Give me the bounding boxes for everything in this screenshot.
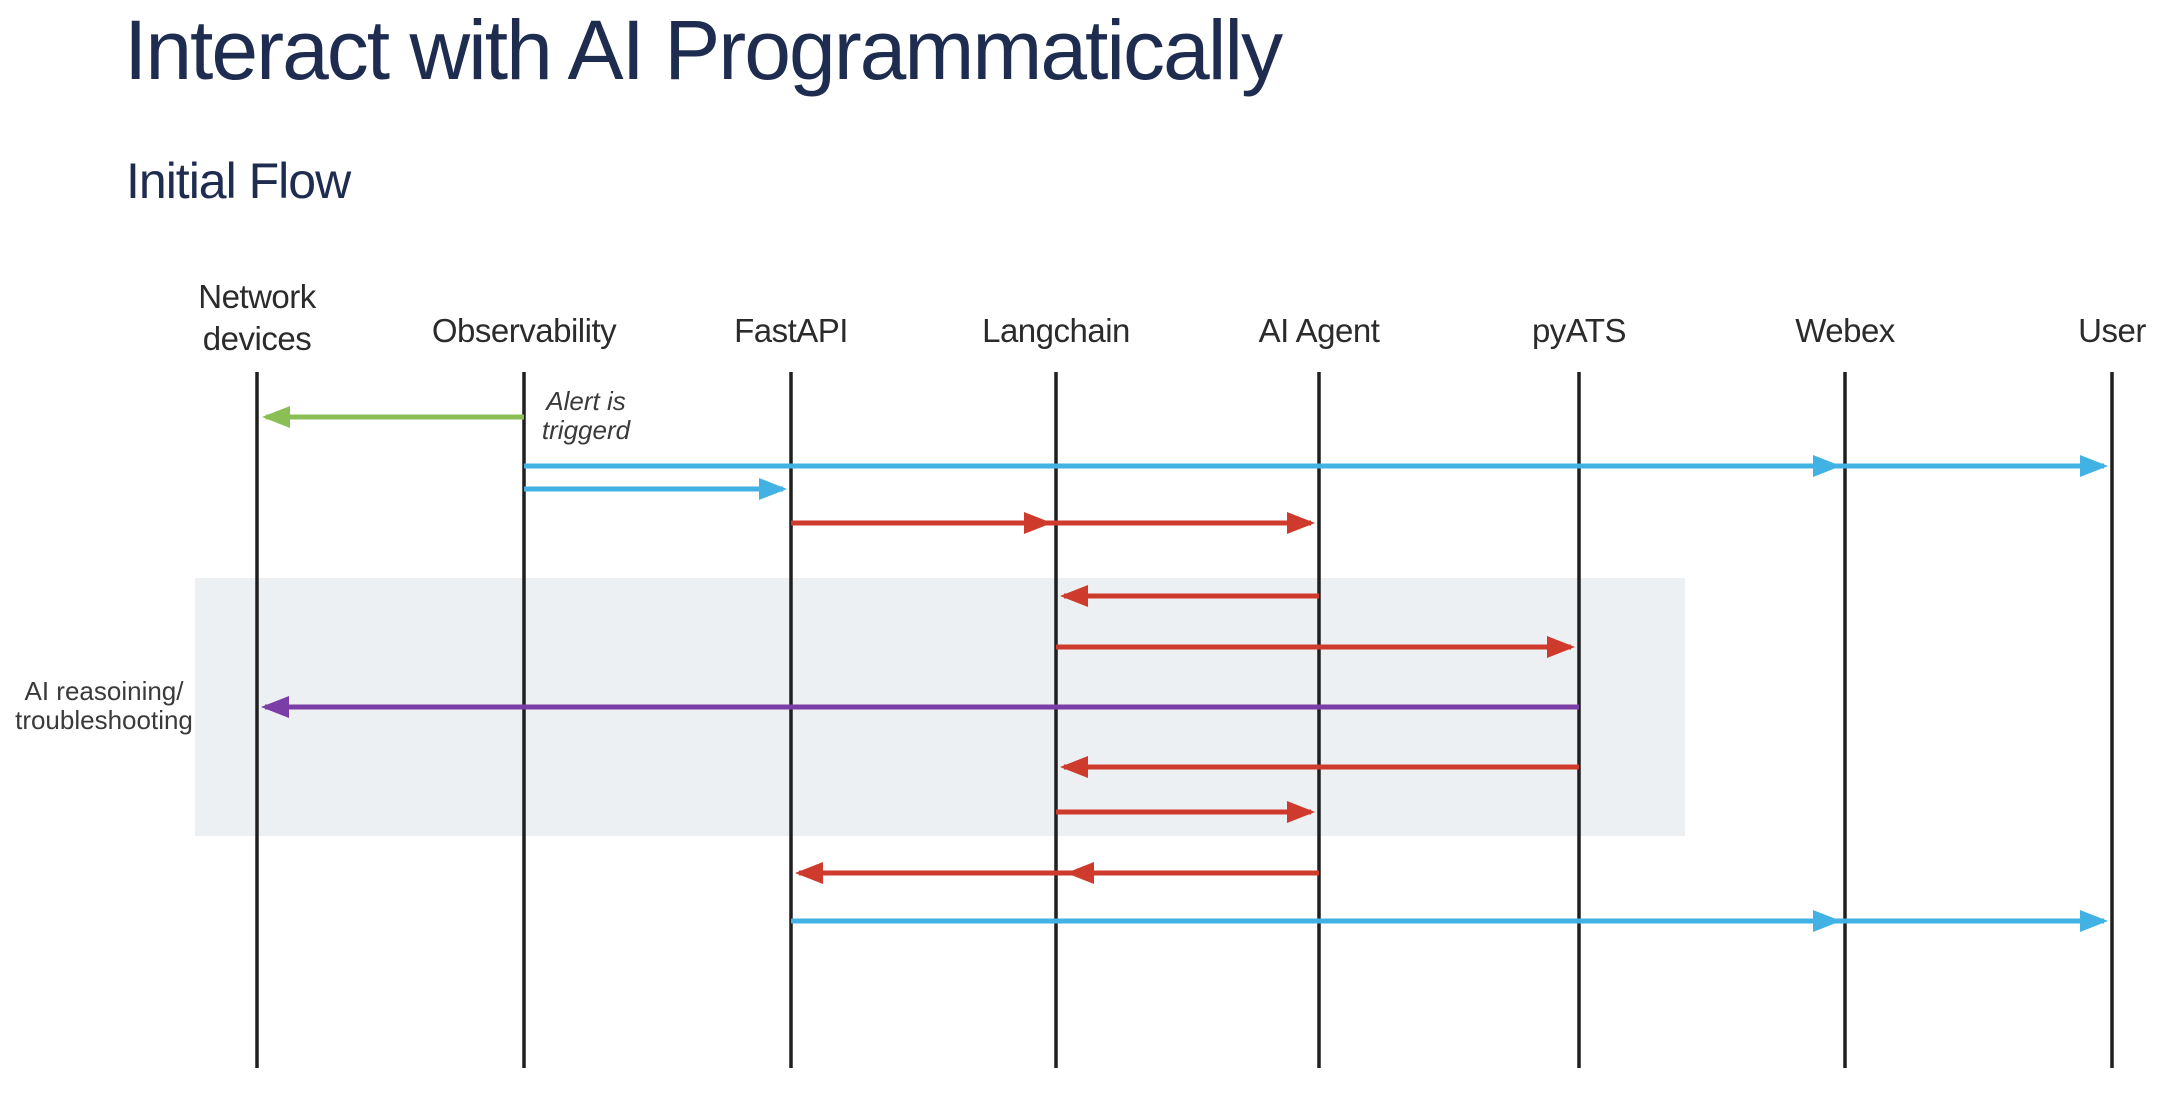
alert-note: triggerd (542, 415, 632, 445)
lifeline-label-pyats: pyATS (1532, 312, 1626, 349)
arrowhead-fastapi-to-user-reply (1813, 910, 1841, 932)
reasoning-note: AI reasoining/ (25, 676, 185, 706)
arrowhead-pyats-to-network-reasoning (261, 696, 289, 718)
arrowhead-observability-to-network-alert (262, 406, 290, 428)
lifeline-label-fastapi: FastAPI (734, 312, 848, 349)
lifeline-label-network-devices: devices (203, 320, 311, 357)
lifeline-label-observability: Observability (432, 312, 617, 349)
arrowhead-observability-to-user-notify (2080, 455, 2108, 477)
lifeline-label-network-devices: Network (198, 278, 317, 315)
arrowhead-ai-agent-to-fastapi (795, 862, 823, 884)
lifeline-label-webex: Webex (1795, 312, 1896, 349)
arrowhead-observability-to-user-notify (1813, 455, 1841, 477)
arrowhead-ai-agent-to-langchain (1060, 585, 1088, 607)
reasoning-note: troubleshooting (15, 705, 193, 735)
arrowhead-langchain-to-pyats (1547, 636, 1575, 658)
arrowhead-observability-to-fastapi (759, 478, 787, 500)
arrowhead-langchain-to-ai-agent (1287, 801, 1315, 823)
arrowhead-ai-agent-to-fastapi (1066, 862, 1094, 884)
lifeline-label-user: User (2078, 312, 2146, 349)
page-title: Interact with AI Programmatically (124, 3, 1283, 97)
arrowhead-pyats-to-langchain (1060, 756, 1088, 778)
arrowhead-fastapi-to-ai-agent (1287, 512, 1315, 534)
page-subtitle: Initial Flow (126, 153, 351, 209)
lifeline-label-ai-agent: AI Agent (1259, 312, 1380, 349)
lifeline-label-langchain: Langchain (982, 312, 1130, 349)
arrowhead-fastapi-to-user-reply (2080, 910, 2108, 932)
arrowhead-fastapi-to-ai-agent (1024, 512, 1052, 534)
alert-note: Alert is (544, 386, 625, 416)
